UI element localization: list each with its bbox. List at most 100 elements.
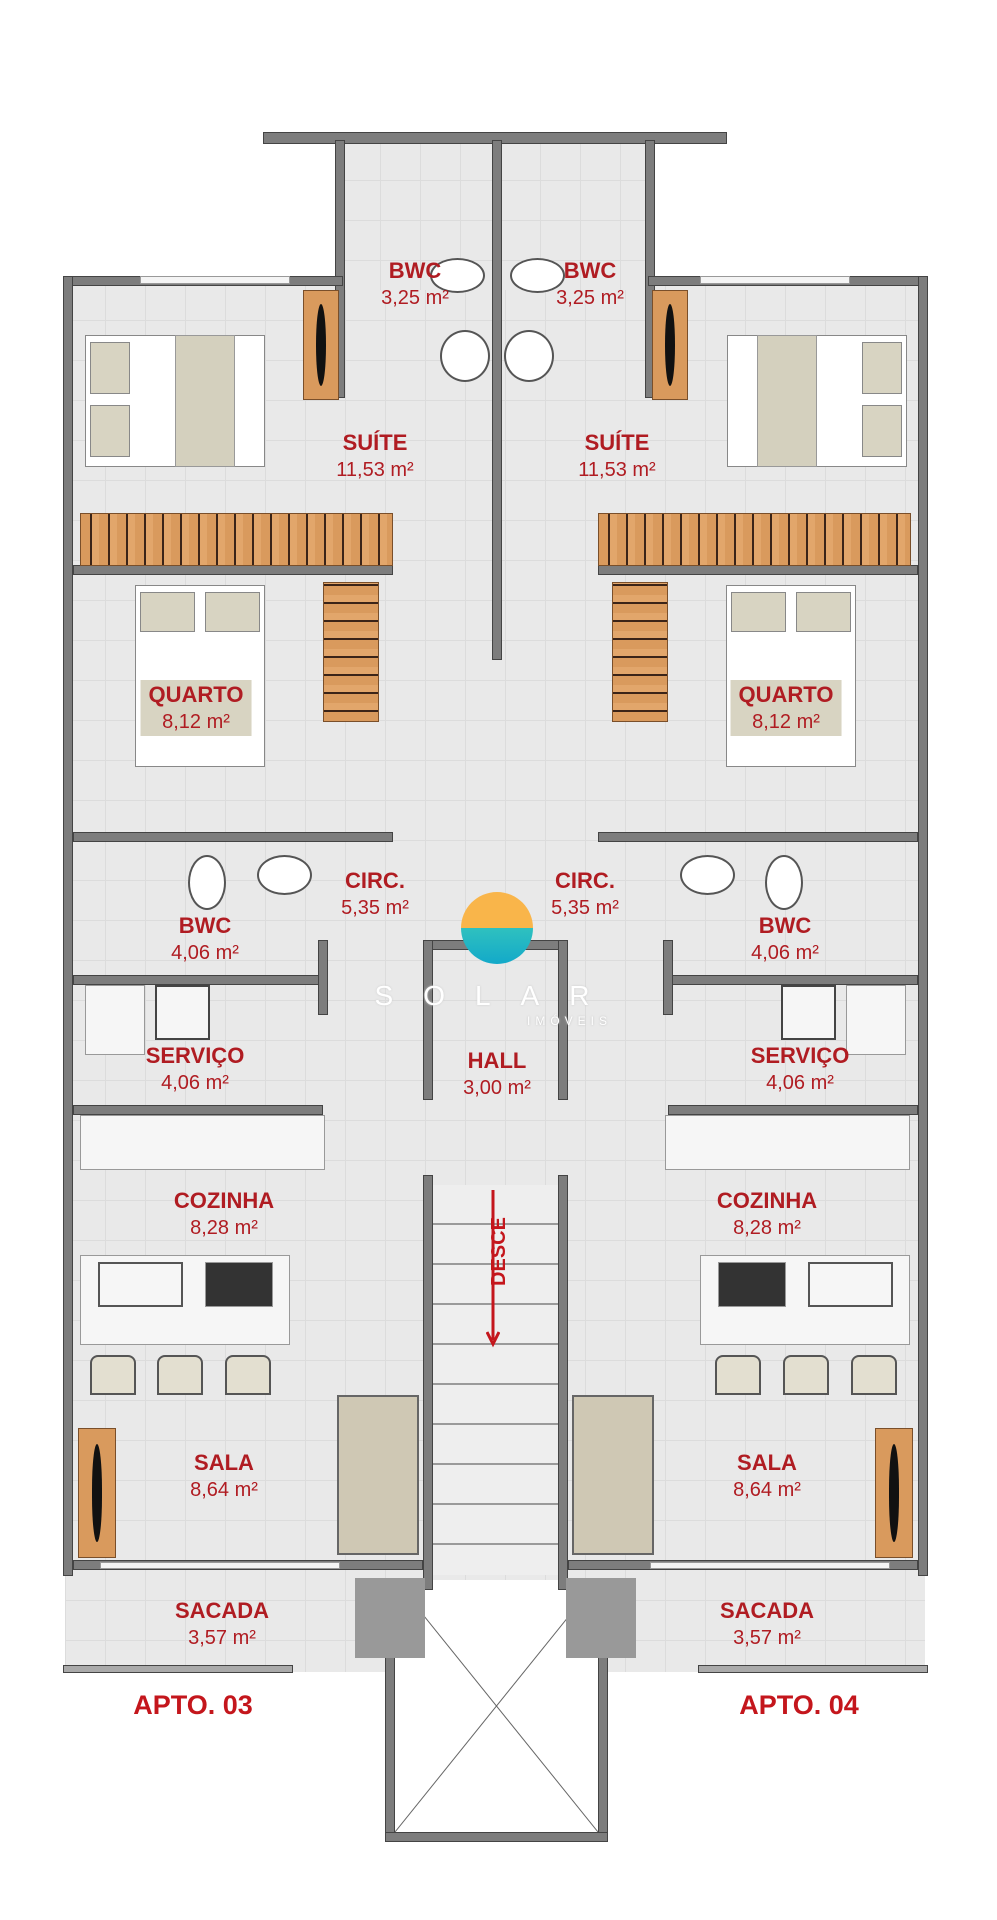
wall	[668, 975, 918, 985]
pillow	[862, 405, 902, 457]
staircase	[433, 1185, 558, 1575]
pillow	[205, 592, 260, 632]
watermark-sub: IMÓVEIS	[527, 1014, 613, 1028]
blanket	[175, 335, 235, 467]
wall	[318, 940, 328, 1015]
wall	[668, 1105, 918, 1115]
sink	[257, 855, 312, 895]
logo-sun-icon	[461, 892, 533, 964]
wall-sacada	[63, 1665, 293, 1673]
wall	[598, 832, 918, 842]
wall	[335, 140, 345, 398]
wall	[73, 1105, 323, 1115]
sink	[680, 855, 735, 895]
pillow	[731, 592, 786, 632]
pillow	[90, 405, 130, 457]
kitchen-counter	[80, 1115, 325, 1170]
plant	[78, 1428, 116, 1558]
washing-machine	[85, 985, 145, 1055]
wardrobe	[323, 582, 379, 722]
wardrobe	[612, 582, 668, 722]
washing-machine	[846, 985, 906, 1055]
pillow	[90, 342, 130, 394]
window	[650, 1562, 890, 1569]
window	[700, 276, 850, 284]
window	[100, 1562, 340, 1569]
laundry-sink	[155, 985, 210, 1040]
wall	[645, 140, 655, 398]
sink	[504, 330, 554, 382]
toilet	[765, 855, 803, 910]
cooktop	[205, 1262, 273, 1307]
stool	[715, 1355, 761, 1395]
room-label-circ-04: CIRC.5,35 m²	[551, 868, 619, 919]
sofa	[337, 1395, 419, 1555]
stool	[851, 1355, 897, 1395]
wall-hall	[423, 940, 433, 1100]
watermark-brand: SOLAR	[374, 980, 620, 1011]
wardrobe	[598, 513, 911, 566]
plant	[652, 290, 688, 400]
toilet	[510, 258, 565, 293]
pillow	[796, 592, 851, 632]
laundry-sink	[781, 985, 836, 1040]
void-cross	[395, 1580, 598, 1832]
wall-left	[63, 276, 73, 1576]
sink	[440, 330, 490, 382]
wall	[663, 940, 673, 1015]
window	[140, 276, 290, 284]
wall	[73, 975, 323, 985]
wall-sacada	[698, 1665, 928, 1673]
plant	[303, 290, 339, 400]
toilet	[188, 855, 226, 910]
ac-unit	[566, 1578, 636, 1658]
sink	[98, 1262, 183, 1307]
toilet	[430, 258, 485, 293]
stool	[225, 1355, 271, 1395]
stool	[90, 1355, 136, 1395]
stool	[783, 1355, 829, 1395]
arrow-down-icon	[486, 1190, 500, 1348]
pillow	[140, 592, 195, 632]
wall	[598, 565, 918, 575]
sink	[808, 1262, 893, 1307]
wall-stair	[558, 1175, 568, 1590]
stairs-label: DESCE	[487, 1217, 510, 1286]
wall-right	[918, 276, 928, 1576]
plant	[875, 1428, 913, 1558]
wall-stair	[423, 1175, 433, 1590]
room-label-circ-03: CIRC.5,35 m²	[341, 868, 409, 919]
sofa	[572, 1395, 654, 1555]
cooktop	[718, 1262, 786, 1307]
apartment-title-03: APTO. 03	[133, 1690, 253, 1720]
pillow	[862, 342, 902, 394]
ac-unit	[355, 1578, 425, 1658]
wall	[73, 832, 393, 842]
wall-hall	[558, 940, 568, 1100]
wall	[385, 1832, 608, 1842]
blanket	[757, 335, 817, 467]
wall	[73, 565, 393, 575]
apartment-title-04: APTO. 04	[739, 1690, 859, 1720]
stool	[157, 1355, 203, 1395]
wall-center	[492, 140, 502, 660]
wardrobe	[80, 513, 393, 566]
kitchen-counter	[665, 1115, 910, 1170]
